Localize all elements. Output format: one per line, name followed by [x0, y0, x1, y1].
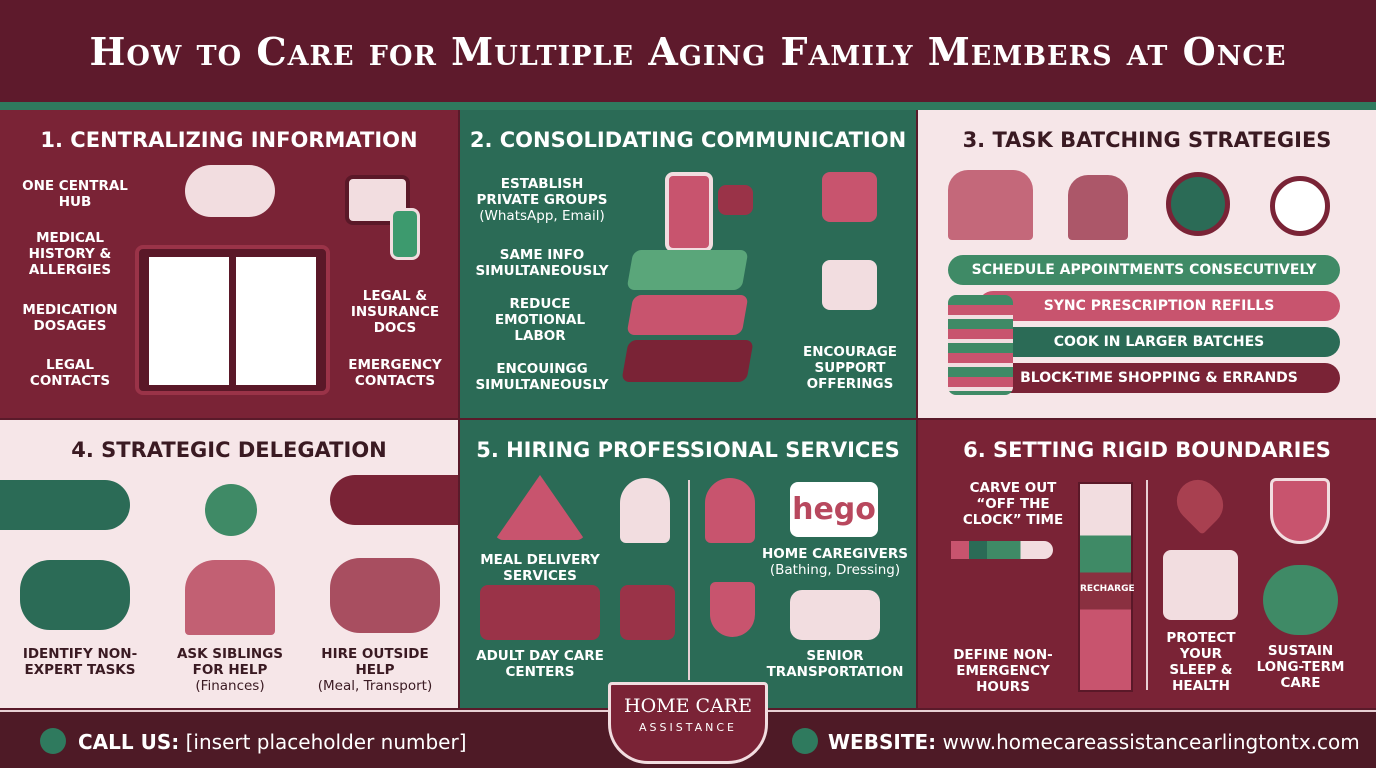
whatsapp-phone-icon [665, 172, 713, 252]
hego-logo: hego [790, 482, 878, 537]
money-bag-hand-icon [20, 560, 130, 630]
siblings-icon [185, 560, 275, 635]
panel-title: 2. CONSOLIDATING COMMUNICATION [469, 128, 907, 152]
label-home-caregivers: HOME CAREGIVERS(Bathing, Dressing) [762, 546, 908, 578]
bar-schedule-appointments: SCHEDULE APPOINTMENTS CONSECUTIVELY [948, 255, 1340, 285]
label-same-info: SAME INFO SIMULTANEOUSLY [475, 247, 609, 279]
panel-title: 5. HIRING PROFESSIONAL SERVICES [476, 438, 900, 462]
label-medication-dosages: MEDICATION DOSAGES [22, 302, 118, 334]
bar-sync-refills: SYNC PRESCRIPTION REFILLS [978, 291, 1340, 321]
label-reduce-labor: REDUCE EMOTIONAL LABOR [494, 296, 586, 344]
panel-professional-services: 5. HIRING PROFESSIONAL SERVICES hego MEA… [460, 420, 916, 708]
transport-van-icon [790, 590, 880, 640]
shield-check-icon [710, 582, 755, 637]
label-central-hub: ONE CENTRAL HUB [22, 178, 128, 210]
panel-strategic-delegation: 4. STRATEGIC DELEGATION IDENTIFY NON-EXP… [0, 420, 458, 708]
phone-number[interactable]: [insert placeholder number] [185, 730, 467, 754]
column-divider [688, 480, 690, 680]
label-medical-history: MEDICAL HISTORY & ALLERGIES [28, 230, 112, 278]
green-layer-icon [626, 250, 749, 290]
binder-icon [135, 245, 330, 395]
footer: CALL US: [insert placeholder number] HOM… [0, 682, 1376, 768]
label-legal-insurance: LEGAL & INSURANCE DOCS [350, 288, 440, 336]
label-sustain-care: SUSTAIN LONG-TERM CARE [1256, 643, 1345, 691]
label-off-the-clock: CARVE OUT “OFF THE CLOCK” TIME [962, 480, 1064, 528]
pink-layer-icon [626, 295, 749, 335]
label-identify-tasks: IDENTIFY NON-EXPERT TASKS [22, 646, 138, 678]
globe-icon [792, 728, 818, 754]
panel-title: 6. SETTING RIGID BOUNDARIES [963, 438, 1331, 462]
bar-cook-batches: COOK IN LARGER BATCHES [978, 327, 1340, 357]
envelope-icon [822, 260, 877, 310]
label-ask-siblings: ASK SIBLINGS FOR HELP(Finances) [176, 646, 284, 694]
panel-consolidating-communication: 2. CONSOLIDATING COMMUNICATION ESTABLISH… [460, 110, 916, 418]
label-adult-day-care: ADULT DAY CARE CENTERS [476, 648, 604, 680]
recharge-label: RECHARGE [1080, 584, 1135, 594]
tree-icon [1263, 565, 1338, 635]
checkmark-icon [205, 484, 257, 536]
maroon-layer-icon [621, 340, 754, 382]
armchair-icon [620, 585, 675, 640]
phone-icon [390, 208, 420, 260]
elderly-couple-icon [1068, 175, 1128, 240]
label-protect-sleep: PROTECT YOUR SLEEP & HEALTH [1166, 630, 1236, 694]
header: How to Care for Multiple Aging Family Me… [0, 0, 1376, 102]
panel-task-batching: 3. TASK BATCHING STRATEGIES SCHEDULE APP… [918, 110, 1376, 418]
website-link[interactable]: www.homecareassistancearlingtontx.com [942, 730, 1360, 754]
label-emergency-contacts: EMERGENCY CONTACTS [348, 357, 442, 389]
message-icon [718, 185, 753, 215]
family-group-icon [948, 170, 1033, 240]
label-non-emergency-hours: DEFINE NON-EMERGENCY HOURS [953, 647, 1053, 695]
panel-rigid-boundaries: 6. SETTING RIGID BOUNDARIES CARVE OUT “O… [918, 420, 1376, 708]
stacked-money-icon [948, 295, 1013, 395]
food-pyramid-icon [495, 475, 585, 540]
cloud-gear-icon [185, 165, 275, 217]
heart-icon [1168, 471, 1232, 535]
email-at-icon [822, 172, 877, 222]
mattress-feather-icon [1163, 550, 1238, 620]
divider-stripe [0, 102, 1376, 110]
label-hire-outside: HIRE OUTSIDE HELP(Meal, Transport) [317, 646, 433, 694]
label-legal-contacts: LEGAL CONTACTS [29, 357, 111, 389]
hand-box-icon [0, 480, 130, 530]
time-bar-icon [933, 541, 1053, 559]
panel-title: 4. STRATEGIC DELEGATION [71, 438, 387, 462]
stopwatch-icon [1270, 176, 1330, 236]
panel-title: 3. TASK BATCHING STRATEGIES [962, 128, 1332, 152]
shield-check-icon [1270, 478, 1330, 544]
recharge-gauge: RECHARGE [1078, 482, 1135, 692]
phone-icon [40, 728, 66, 754]
bar-block-time-shopping: BLOCK-TIME SHOPPING & ERRANDS [978, 363, 1340, 393]
page-title: How to Care for Multiple Aging Family Me… [89, 28, 1287, 74]
day-care-chairs-icon [480, 585, 600, 640]
stopwatch-group-icon [1166, 172, 1230, 236]
call-us: CALL US: [insert placeholder number] [78, 730, 467, 754]
panel-title: 1. CENTRALIZING INFORMATION [40, 128, 418, 152]
website: WEBSITE: www.homecareassistancearlington… [828, 730, 1360, 754]
outside-help-icon [330, 558, 440, 633]
hand-card-icon [330, 475, 458, 525]
label-private-groups: ESTABLISH PRIVATE GROUPS(WhatsApp, Email… [476, 176, 608, 224]
caregiver-icon [705, 478, 755, 543]
label-senior-transportation: SENIOR TRANSPORTATION [766, 648, 904, 680]
label-meal-delivery: MEAL DELIVERY SERVICES [480, 552, 600, 584]
label-encourage-support: ENCOURAGE SUPPORT OFFERINGS [802, 344, 897, 392]
column-divider [1146, 480, 1148, 690]
panel-centralizing-information: 1. CENTRALIZING INFORMATION ONE CENTRAL … [0, 110, 458, 418]
label-encouingg: ENCOUINGG SIMULTANEOUSLY [475, 361, 609, 393]
laptop-icon [345, 175, 410, 225]
doctor-icon [620, 478, 670, 543]
